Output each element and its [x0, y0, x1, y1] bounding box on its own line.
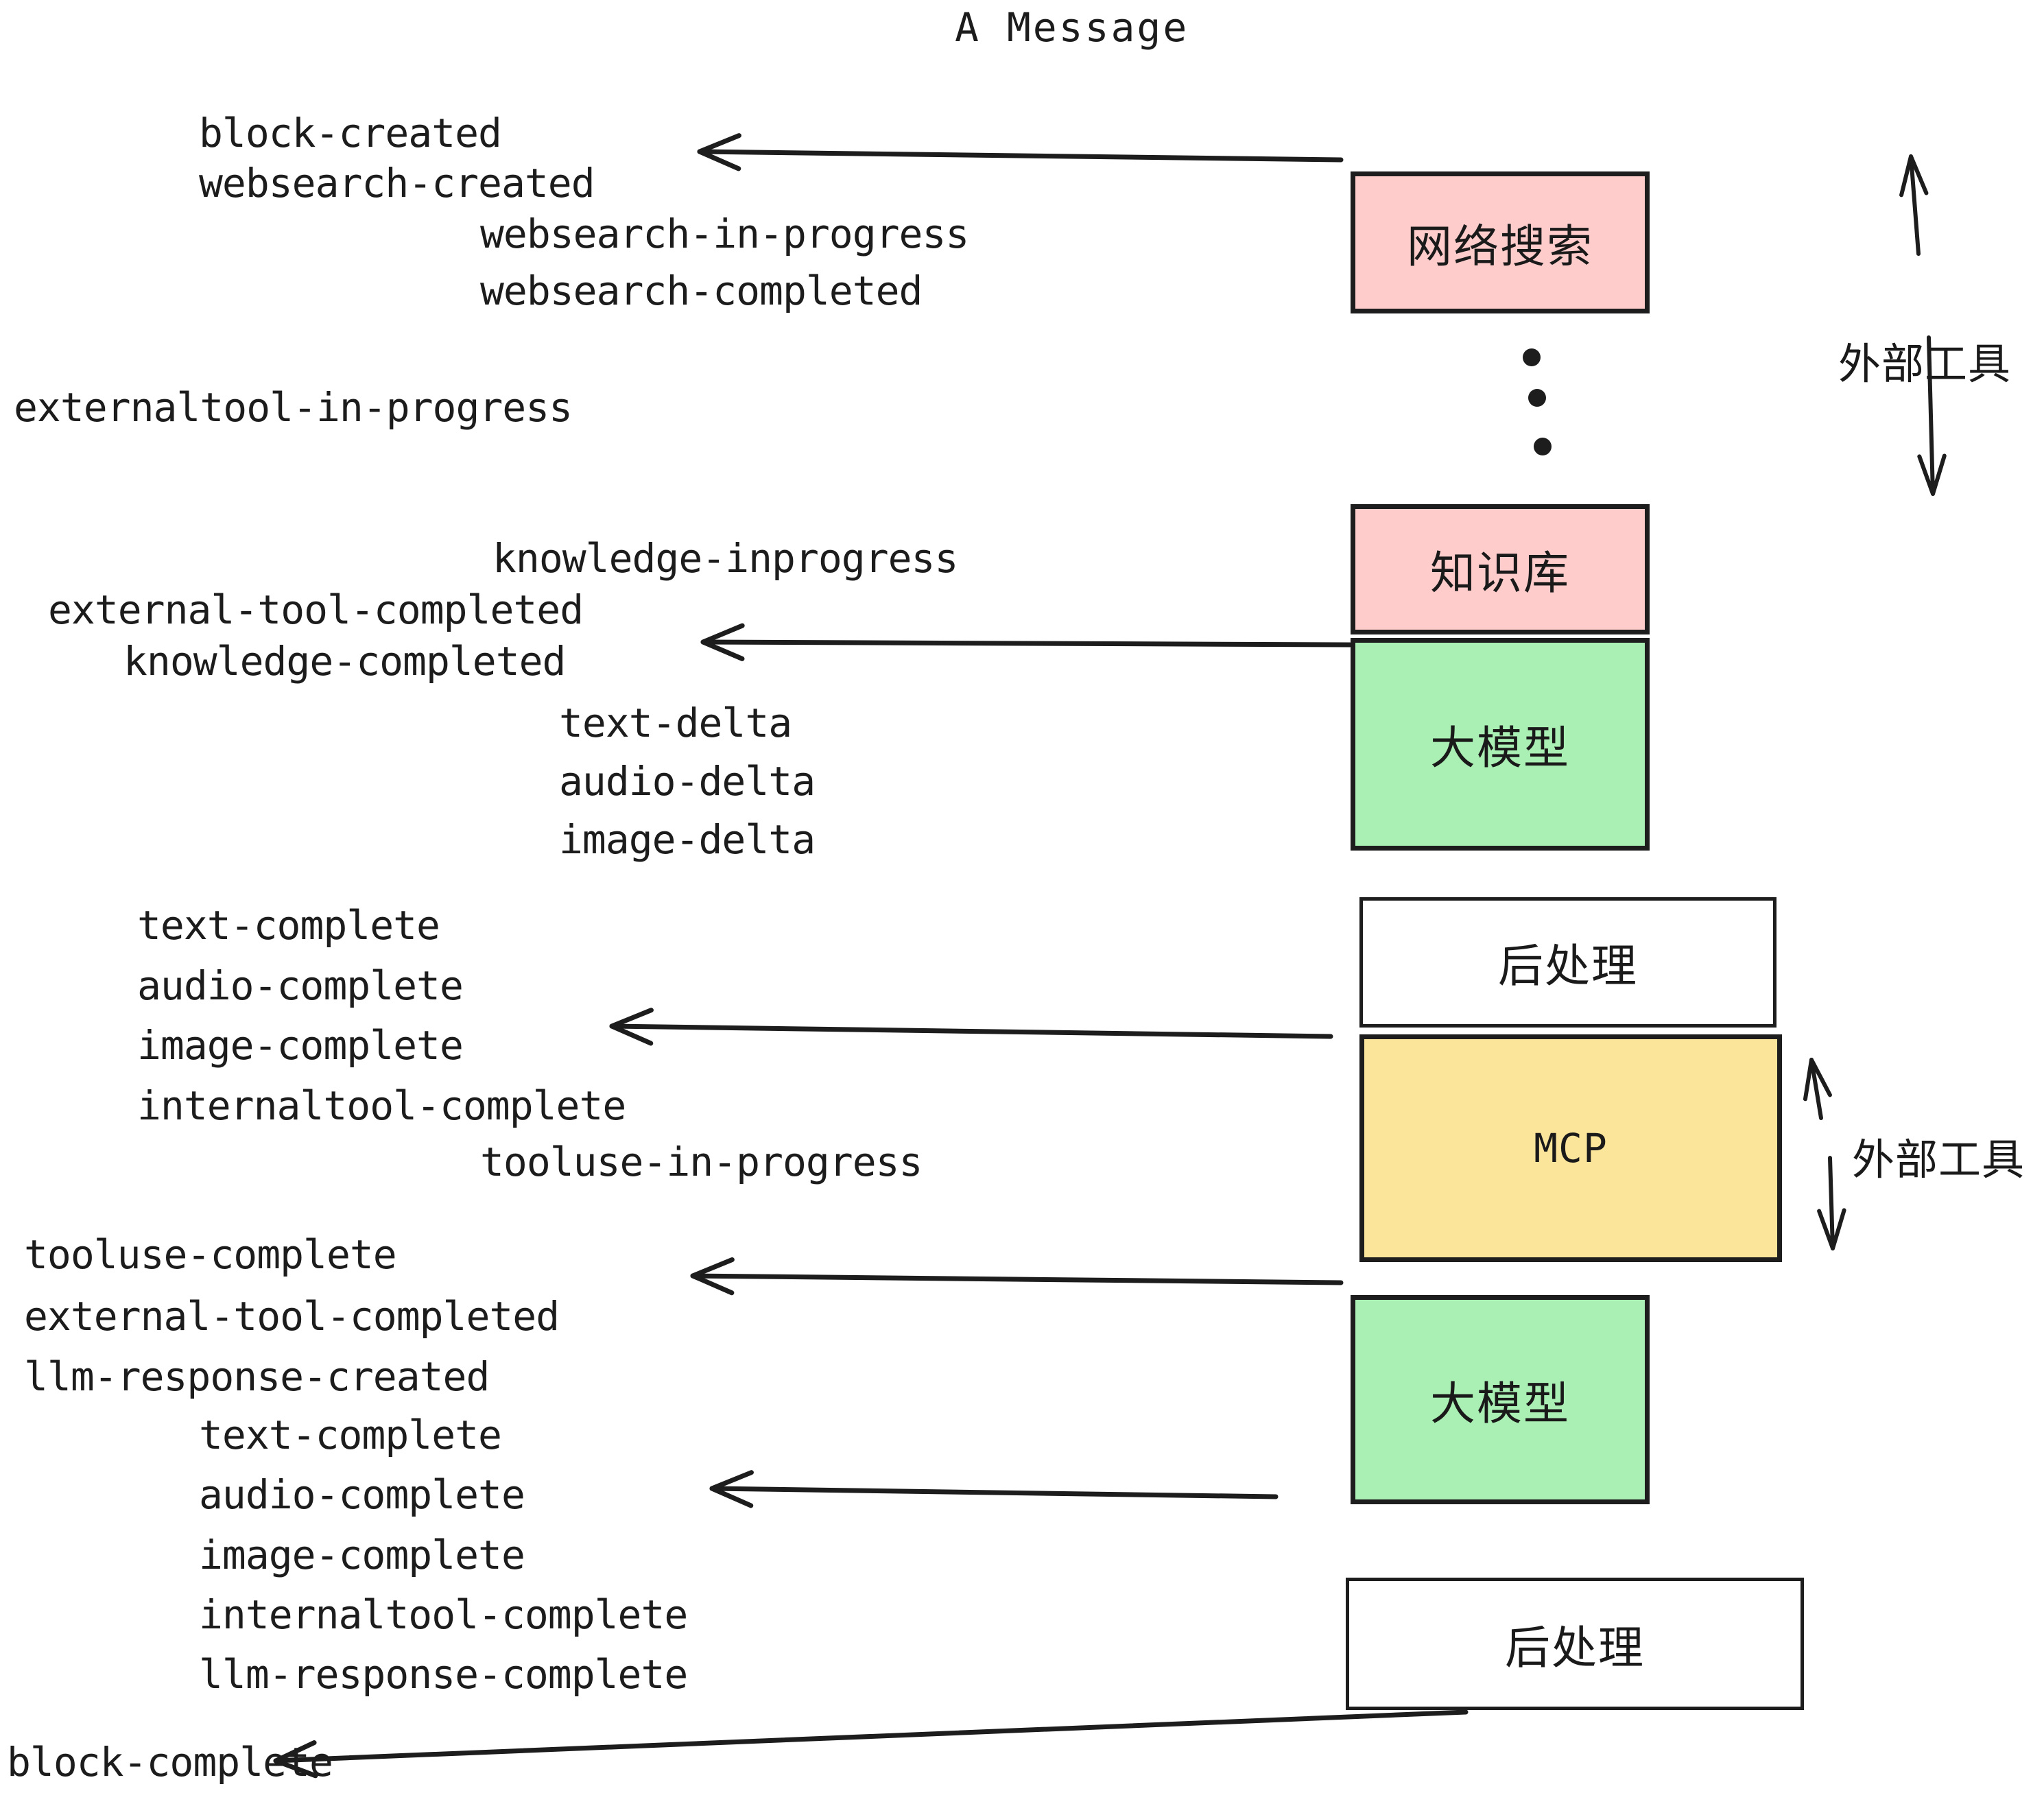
- event-label: text-complete: [137, 902, 440, 949]
- event-label: llm-response-complete: [199, 1651, 688, 1698]
- event-label: audio-complete: [137, 962, 464, 1009]
- event-label: image-delta: [559, 816, 816, 863]
- node-box-label: MCP: [1534, 1125, 1608, 1172]
- external-tool-up-short: [1809, 1058, 1823, 1120]
- node-box-label: 后处理: [1498, 940, 1638, 993]
- event-label: tooluse-in-progress: [480, 1139, 923, 1185]
- event-label: block-created: [199, 110, 502, 156]
- event-label: externaltool-in-progress: [14, 384, 573, 431]
- node-box[interactable]: 后处理: [1346, 1578, 1804, 1710]
- event-label: llm-response-created: [24, 1353, 490, 1400]
- ellipsis-dot: [1534, 438, 1552, 455]
- ellipsis-dot: [1528, 389, 1546, 407]
- node-box-label: 大模型: [1430, 722, 1570, 774]
- flow-arrow-group: [273, 133, 1469, 1779]
- node-box-label: 知识库: [1430, 547, 1570, 600]
- node-box-label: 网络搜索: [1407, 219, 1593, 273]
- llm-to-audio-complete-head: [709, 1470, 754, 1508]
- event-label: external-tool-completed: [24, 1293, 560, 1340]
- diagram-title: A Message: [955, 4, 1189, 51]
- event-label: audio-delta: [559, 758, 816, 805]
- event-label: websearch-created: [199, 160, 595, 206]
- llm-to-audio-complete: [709, 1486, 1279, 1499]
- node-box[interactable]: 后处理: [1359, 897, 1776, 1028]
- websearch-to-block-created-head: [697, 133, 741, 171]
- event-label: knowledge-inprogress: [492, 535, 958, 582]
- node-box-label: 后处理: [1505, 1621, 1645, 1674]
- node-box-label: 大模型: [1430, 1377, 1570, 1430]
- ellipsis-dot: [1523, 348, 1541, 366]
- event-label: websearch-completed: [480, 268, 923, 314]
- llm-to-tooluse-complete: [690, 1273, 1344, 1285]
- external-tool-up-short-head: [1803, 1058, 1832, 1102]
- external-tool-down-short-head: [1817, 1208, 1846, 1250]
- node-box[interactable]: 知识库: [1351, 504, 1650, 634]
- event-label: knowledge-completed: [123, 638, 566, 685]
- event-label: text-complete: [199, 1412, 502, 1458]
- knowledge-to-completed: [700, 639, 1353, 648]
- llm-to-tooluse-complete-head: [690, 1257, 735, 1296]
- mcp-to-image-complete: [609, 1023, 1333, 1039]
- event-label: audio-complete: [199, 1471, 525, 1518]
- event-label: tooluse-complete: [24, 1231, 397, 1278]
- event-label: image-complete: [137, 1022, 464, 1069]
- event-label: block-complete: [7, 1739, 333, 1785]
- event-label: internaltool-complete: [199, 1591, 688, 1638]
- node-box[interactable]: 网络搜索: [1351, 171, 1650, 313]
- node-box[interactable]: MCP: [1359, 1034, 1782, 1262]
- knowledge-to-completed-head: [700, 623, 745, 661]
- range-arrow-group: [1803, 154, 1947, 1250]
- external-tool-side-label: 外部工具: [1852, 1135, 2025, 1185]
- event-label: image-complete: [199, 1532, 525, 1578]
- event-label: internaltool-complete: [137, 1082, 626, 1129]
- external-tool-down-short: [1828, 1156, 1835, 1250]
- event-label: external-tool-completed: [48, 586, 584, 633]
- node-box[interactable]: 大模型: [1351, 638, 1650, 851]
- external-tool-down-long-head: [1917, 453, 1947, 496]
- external-tool-side-label: 外部工具: [1838, 339, 2012, 389]
- mcp-to-image-complete-head: [609, 1008, 654, 1046]
- external-tool-up-long: [1909, 154, 1921, 256]
- postprocess-to-block-complete: [273, 1709, 1469, 1764]
- external-tool-up-long-head: [1899, 154, 1929, 198]
- event-label: text-delta: [559, 700, 792, 746]
- websearch-to-block-created: [697, 149, 1344, 163]
- event-label: websearch-in-progress: [480, 211, 969, 257]
- node-box[interactable]: 大模型: [1351, 1295, 1650, 1504]
